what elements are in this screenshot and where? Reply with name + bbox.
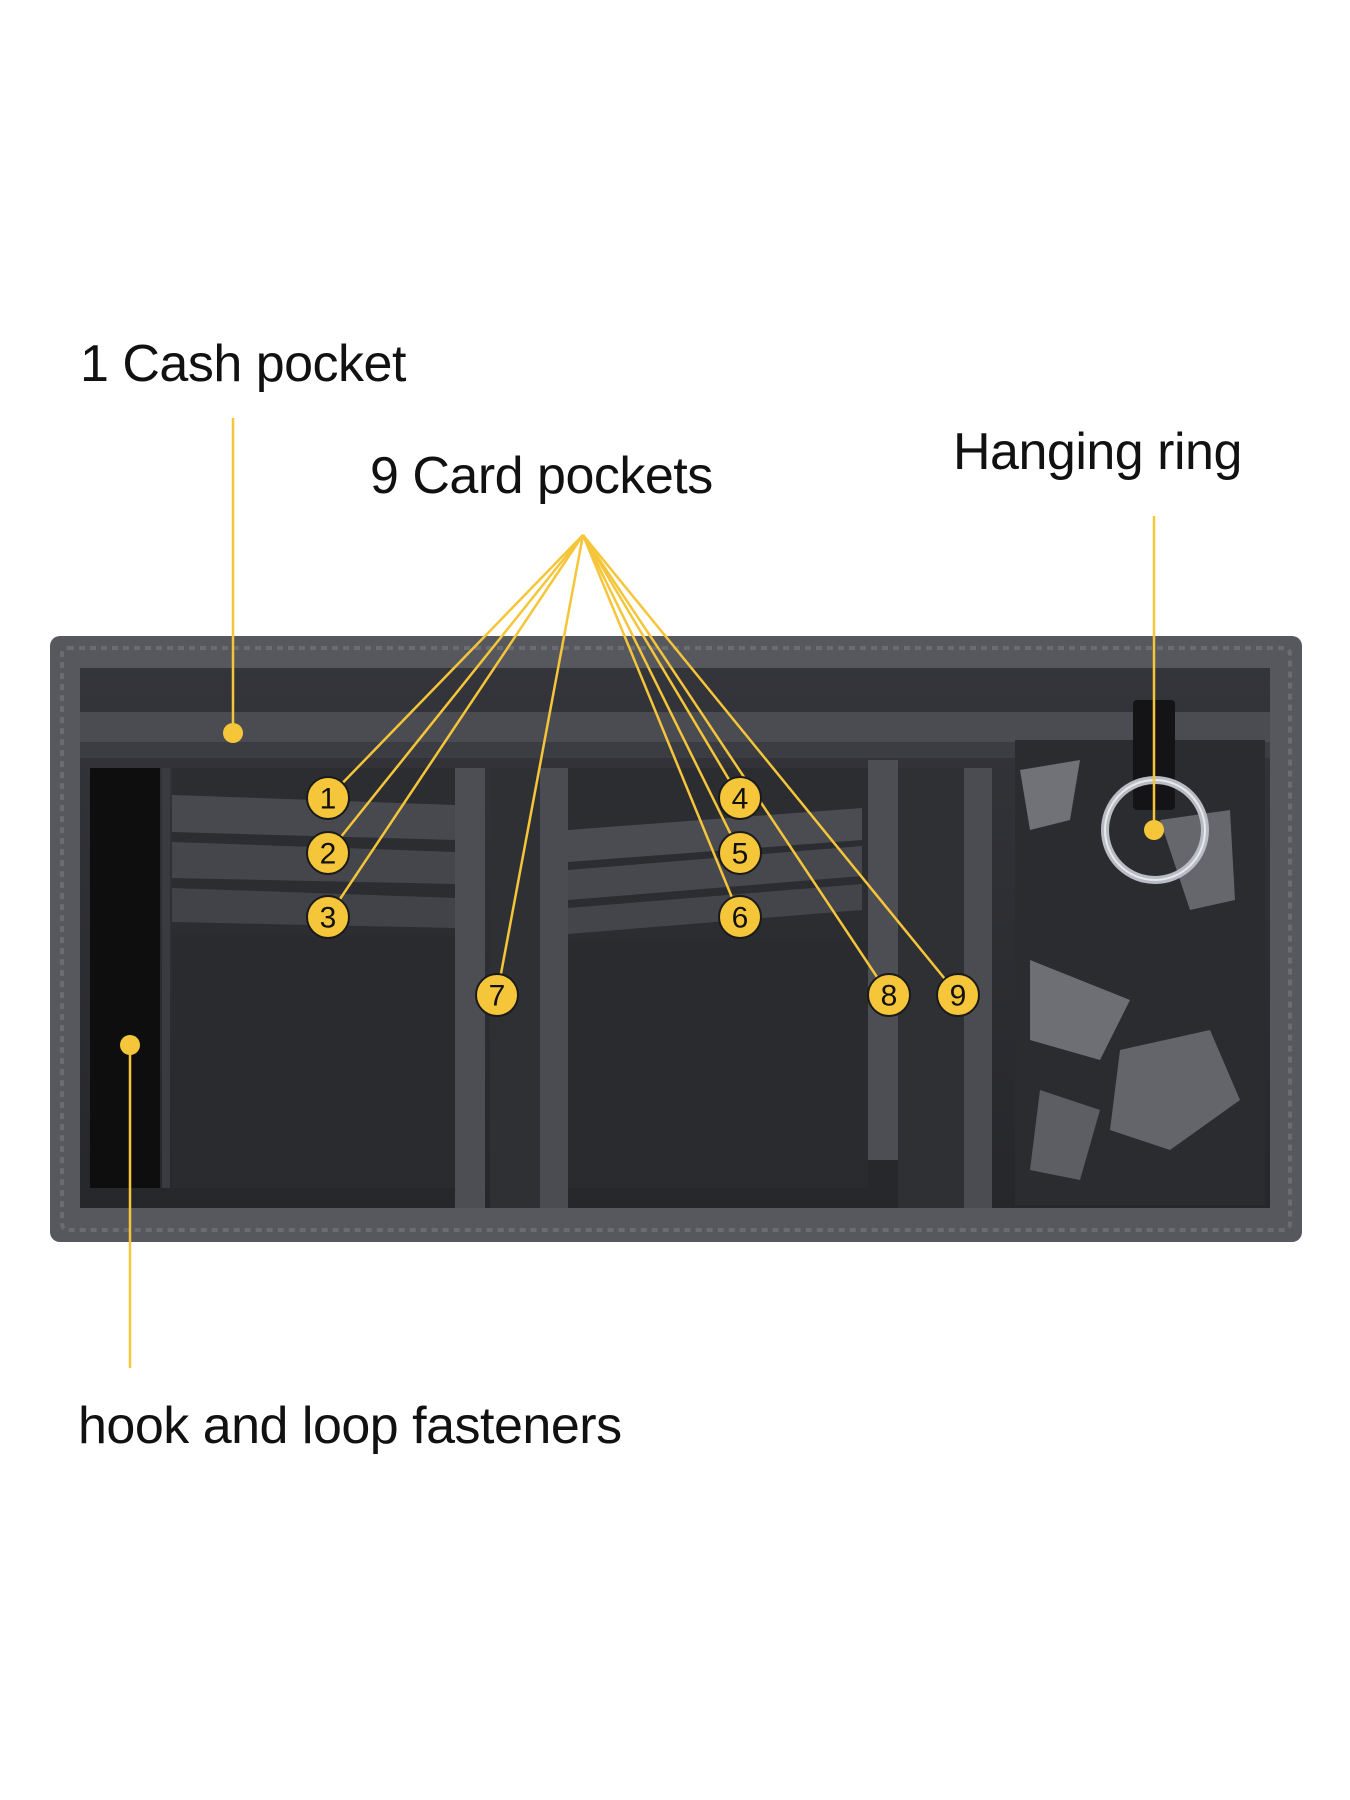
svg-text:5: 5 bbox=[732, 838, 749, 871]
svg-text:1: 1 bbox=[320, 783, 337, 816]
divider-strap-2 bbox=[868, 760, 898, 1160]
card-badge-5: 5 bbox=[718, 831, 762, 875]
svg-text:2: 2 bbox=[320, 838, 337, 871]
card-badge-2: 2 bbox=[306, 831, 350, 875]
svg-text:8: 8 bbox=[881, 980, 898, 1013]
hanging-ring-dot bbox=[1144, 820, 1164, 840]
svg-text:9: 9 bbox=[950, 980, 967, 1013]
velcro-strip bbox=[90, 768, 160, 1188]
svg-text:3: 3 bbox=[320, 902, 337, 935]
left-card-stack bbox=[172, 768, 462, 1188]
card-pockets-label: 9 Card pockets bbox=[370, 447, 713, 505]
card-badge-6: 6 bbox=[718, 895, 762, 939]
leader-lines bbox=[128, 418, 1156, 1368]
cash-pocket-band bbox=[80, 712, 1270, 742]
hanging-ring-label: Hanging ring bbox=[953, 423, 1242, 481]
id-window bbox=[1015, 740, 1265, 1205]
middle-card-stack bbox=[568, 768, 868, 1188]
svg-text:6: 6 bbox=[732, 902, 749, 935]
card-badge-4: 4 bbox=[718, 776, 762, 820]
card-badge-8: 8 bbox=[867, 973, 911, 1017]
cash-pocket-label: 1 Cash pocket bbox=[80, 335, 406, 393]
card-badge-1: 1 bbox=[306, 776, 350, 820]
svg-text:7: 7 bbox=[489, 980, 506, 1013]
wallet-photo bbox=[50, 636, 1302, 1242]
cash-pocket-dot bbox=[223, 723, 243, 743]
card-badge-3: 3 bbox=[306, 895, 350, 939]
card-badge-7: 7 bbox=[475, 973, 519, 1017]
card-badge-9: 9 bbox=[936, 973, 980, 1017]
hook-loop-dot bbox=[120, 1035, 140, 1055]
card-number-badges: 1 2 3 4 5 6 7 8 9 bbox=[306, 776, 980, 1017]
hook-loop-label: hook and loop fasteners bbox=[78, 1397, 622, 1455]
svg-text:4: 4 bbox=[732, 783, 749, 816]
